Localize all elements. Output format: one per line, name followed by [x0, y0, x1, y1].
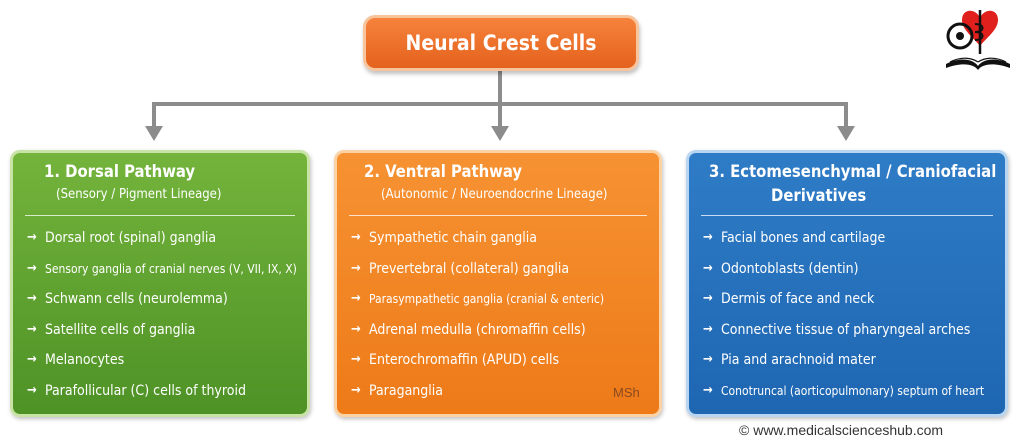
list-item: →Parafollicular (C) cells of thyroid: [27, 380, 297, 411]
title-box: Neural Crest Cells: [363, 15, 639, 71]
arrow-icon: →: [351, 321, 361, 337]
arrowhead-left: [145, 126, 163, 141]
divider: [25, 215, 295, 216]
arrow-icon: →: [703, 352, 713, 368]
derivative-list: →Sympathetic chain ganglia →Prevertebral…: [351, 227, 604, 411]
arrowhead-middle: [491, 126, 509, 141]
card-subtitle: (Sensory / Pigment Lineage): [56, 187, 222, 202]
arrow-icon: →: [703, 230, 713, 245]
arrow-icon: →: [351, 382, 361, 398]
dorsal-pathway-card: 1. Dorsal Pathway (Sensory / Pigment Lin…: [10, 150, 310, 417]
card-subtitle: (Autonomic / Neuroendocrine Lineage): [381, 187, 608, 202]
list-item: →Enterochromaffin (APUD) cells: [351, 349, 604, 380]
divider: [701, 215, 993, 216]
arrow-icon: →: [351, 352, 361, 368]
diagram-title: Neural Crest Cells: [405, 31, 597, 55]
list-item: →Melanocytes: [27, 349, 297, 380]
list-item: →Satellite cells of ganglia: [27, 319, 297, 350]
copyright-text: © www.medicalscienceshub.com: [739, 422, 944, 438]
arrow-icon: →: [27, 260, 37, 276]
divider: [349, 215, 647, 216]
list-item: →Sensory ganglia of cranial nerves (V, V…: [27, 258, 297, 289]
arrowhead-right: [837, 126, 855, 141]
arrow-icon: →: [351, 260, 361, 276]
list-item: →Connective tissue of pharyngeal arches: [703, 319, 984, 350]
card-title: 1. Dorsal Pathway: [44, 162, 196, 181]
card-title-line2: Derivatives: [771, 186, 867, 205]
derivative-list: →Dorsal root (spinal) ganglia →Sensory g…: [27, 227, 297, 411]
arrow-icon: →: [703, 260, 713, 276]
list-item: →Pia and arachnoid mater: [703, 349, 984, 380]
arrow-icon: →: [27, 382, 37, 398]
arrow-icon: →: [703, 291, 713, 307]
arrow-icon: →: [27, 352, 37, 368]
list-item: →Facial bones and cartilage: [703, 227, 984, 258]
author-watermark: MSh: [613, 385, 640, 400]
arrow-icon: →: [351, 291, 361, 307]
heart-stethoscope-book-logo-icon: [946, 10, 1010, 70]
list-item: →Prevertebral (collateral) ganglia: [351, 258, 604, 289]
arrow-icon: →: [703, 382, 713, 398]
arrow-icon: →: [703, 321, 713, 337]
list-item: →Sympathetic chain ganglia: [351, 227, 604, 258]
derivative-list: →Facial bones and cartilage →Odontoblast…: [703, 227, 984, 411]
card-title: 2. Ventral Pathway: [364, 162, 523, 181]
arrow-icon: →: [27, 291, 37, 307]
list-item: →Paraganglia: [351, 380, 604, 411]
ectomesenchymal-card: 3. Ectomesenchymal / Craniofacial Deriva…: [686, 150, 1008, 417]
arrow-icon: →: [27, 321, 37, 337]
list-item: →Schwann cells (neurolemma): [27, 288, 297, 319]
list-item: →Dorsal root (spinal) ganglia: [27, 227, 297, 258]
ventral-pathway-card: 2. Ventral Pathway (Autonomic / Neuroend…: [334, 150, 662, 417]
arrow-icon: →: [351, 230, 361, 245]
list-item: →Adrenal medulla (chromaffin cells): [351, 319, 604, 350]
list-item: →Odontoblasts (dentin): [703, 258, 984, 289]
card-title: 3. Ectomesenchymal / Craniofacial: [709, 162, 997, 181]
list-item: →Dermis of face and neck: [703, 288, 984, 319]
list-item: →Parasympathetic ganglia (cranial & ente…: [351, 288, 604, 319]
arrow-icon: →: [27, 230, 37, 245]
list-item: →Conotruncal (aorticopulmonary) septum o…: [703, 380, 984, 411]
